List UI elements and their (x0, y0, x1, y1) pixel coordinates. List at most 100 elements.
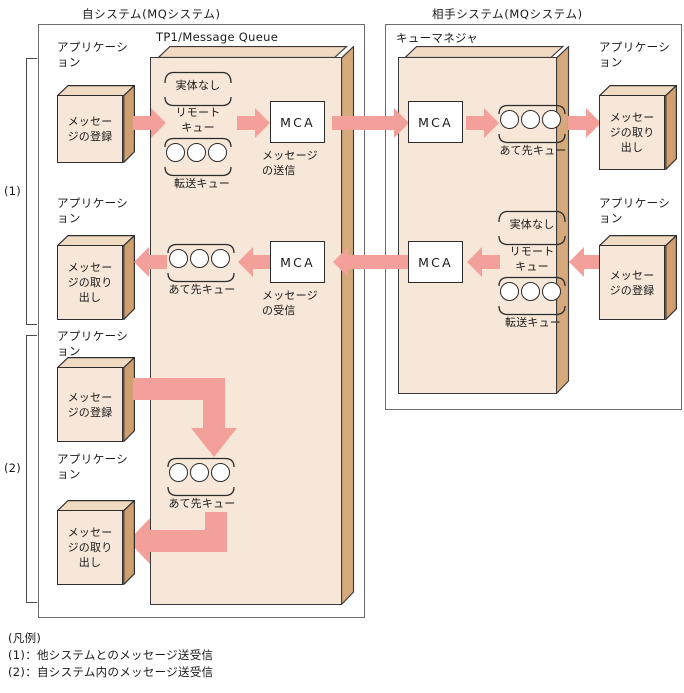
brace-below-dest-queue-remote (498, 133, 566, 144)
appbox-intra-register: メッセー ジの登録 (57, 357, 135, 442)
appbox-face: メッセー ジの登録 (599, 245, 665, 320)
arrow-dest-queue-to-intra-fetch (128, 512, 227, 564)
mca-remote-inbound-box: MCA (408, 101, 463, 143)
appbox-face: メッセー ジの登録 (57, 95, 123, 163)
appbox-3d-shell (599, 235, 677, 320)
local-system-frame (38, 24, 365, 618)
brace-below-transfer-queue (164, 166, 232, 177)
legend-line-2: (2)：自システム内のメッセージ送受信 (8, 665, 214, 679)
arrow-intra-register-to-dest-queue (133, 378, 237, 457)
appbox-remote-fetch: メッセー ジの取り 出し (599, 85, 677, 170)
queue-slot (208, 143, 227, 162)
appbox-local-fetch: メッセー ジの取り 出し (57, 235, 135, 320)
appbox-3d-shell (57, 357, 135, 442)
brace-below-transfer-queue-remote (498, 305, 566, 316)
label-transfer-queue: 転送キュー (174, 177, 230, 190)
legend-heading: (凡例) (8, 631, 42, 645)
brace-above-no-entity (164, 71, 232, 84)
appbox-face: メッセー ジの取り 出し (599, 95, 665, 170)
transfer-queue-glyph-remote (500, 282, 565, 308)
app-caption-local-register: アプリケーシ ョン (57, 40, 129, 69)
legend: (凡例) (1)：他システムとのメッセージ送受信 (2)：自システム内のメッセー… (8, 630, 213, 681)
queue-slot (166, 143, 185, 162)
brace-below-no-entity (164, 96, 232, 107)
bracket-label-2: (2) (4, 461, 21, 475)
arrow-dest-queue-to-fetch-remote (568, 108, 601, 138)
queue-slot (521, 110, 540, 129)
bracket-group-2 (26, 335, 37, 603)
queue-slot (190, 249, 209, 268)
arrow-remote-mca-to-dest-queue (466, 108, 499, 138)
appbox-3d-shell (599, 85, 677, 170)
bracket-group-1 (26, 58, 37, 325)
label-remote-queue-remote-line1: リモート (509, 245, 555, 258)
label-remote-queue-line2: キュー (181, 121, 215, 134)
label-dest-queue-remote-top: あて先キュー (499, 144, 567, 157)
transfer-queue-glyph (166, 143, 231, 169)
label-dest-queue-local: あて先キュー (168, 283, 236, 296)
queue-manager-label: キューマネジャ (396, 31, 479, 45)
arrow-remote-queue-to-mca-remote (467, 247, 500, 277)
dest-queue-glyph-intra (169, 463, 234, 489)
mca-send-box: MCA (270, 101, 325, 143)
bracket-label-1: (1) (4, 184, 21, 198)
queue-slot (190, 463, 209, 482)
local-system-title: 自システム(MQシステム) (82, 7, 221, 21)
queue-slot (187, 143, 206, 162)
arrow-local-mca-to-remote-mca (332, 108, 409, 138)
label-transfer-queue-remote: 転送キュー (505, 316, 561, 329)
brace-above-dest-queue-intra (167, 457, 235, 468)
brace-above-dest-queue-local (167, 243, 235, 254)
queue-slot (521, 282, 540, 301)
tp1-panel-label: TP1/Message Queue (156, 30, 279, 44)
arrow-remote-queue-to-mca-send (237, 108, 270, 138)
tp1-panel (150, 46, 355, 605)
app-caption-local-fetch: アプリケーシ ョン (57, 196, 129, 225)
mca-receive-box: MCA (270, 241, 325, 283)
brace-below-no-entity-remote (498, 235, 566, 246)
appbox-intra-fetch: メッセー ジの取り 出し (57, 500, 135, 585)
appbox-3d-shell (57, 235, 135, 320)
brace-above-dest-queue-remote (498, 104, 566, 115)
queue-slot (211, 249, 230, 268)
brace-above-transfer-queue (164, 137, 232, 148)
mca-remote-outbound-box: MCA (408, 241, 463, 283)
appbox-local-register: メッセー ジの登録 (57, 85, 135, 163)
mca-send-caption: メッセージ の送信 (262, 149, 318, 177)
remote-system-frame (385, 24, 682, 410)
queue-slot (211, 463, 230, 482)
arrow-dest-queue-to-fetch-local (134, 247, 167, 277)
appbox-face: メッセー ジの登録 (57, 367, 123, 442)
label-dest-queue-intra: あて先キュー (168, 497, 236, 510)
app-caption-intra-register: アプリケーシ ョン (57, 329, 129, 358)
dest-queue-glyph-remote-top (500, 110, 565, 136)
queue-slot (542, 282, 561, 301)
queue-slot (500, 282, 519, 301)
brace-below-dest-queue-local (167, 272, 235, 283)
app-caption-remote-register: アプリケーシ ョン (599, 196, 671, 225)
queue-slot (169, 463, 188, 482)
label-no-entity-remote: 実体なし (509, 218, 555, 231)
queue-slot (542, 110, 561, 129)
appbox-face: メッセー ジの取り 出し (57, 245, 123, 320)
queue-slot (500, 110, 519, 129)
arrow-remote-mca-to-local-mca (333, 247, 410, 277)
mca-receive-caption: メッセージ の受信 (262, 289, 318, 317)
brace-above-no-entity-remote (498, 210, 566, 223)
tp1-panel-face (150, 57, 342, 605)
appbox-remote-register: メッセー ジの登録 (599, 235, 677, 320)
appbox-3d-shell (57, 500, 135, 585)
legend-line-1: (1)：他システムとのメッセージ送受信 (8, 648, 214, 662)
arrow-register-to-remote-queue-remote (569, 247, 602, 277)
label-remote-queue-remote-line2: キュー (515, 260, 549, 273)
label-remote-queue-line1: リモート (175, 106, 221, 119)
brace-below-dest-queue-intra (167, 486, 235, 497)
brace-above-transfer-queue-remote (498, 276, 566, 287)
app-caption-intra-fetch: アプリケーシ ョン (57, 452, 129, 481)
appbox-face: メッセー ジの取り 出し (57, 510, 123, 585)
label-no-entity: 実体なし (175, 79, 221, 92)
arrow-mca-recv-to-dest-queue (238, 247, 271, 277)
remote-system-title: 相手システム(MQシステム) (432, 7, 583, 21)
app-caption-remote-fetch: アプリケーシ ョン (599, 40, 671, 69)
